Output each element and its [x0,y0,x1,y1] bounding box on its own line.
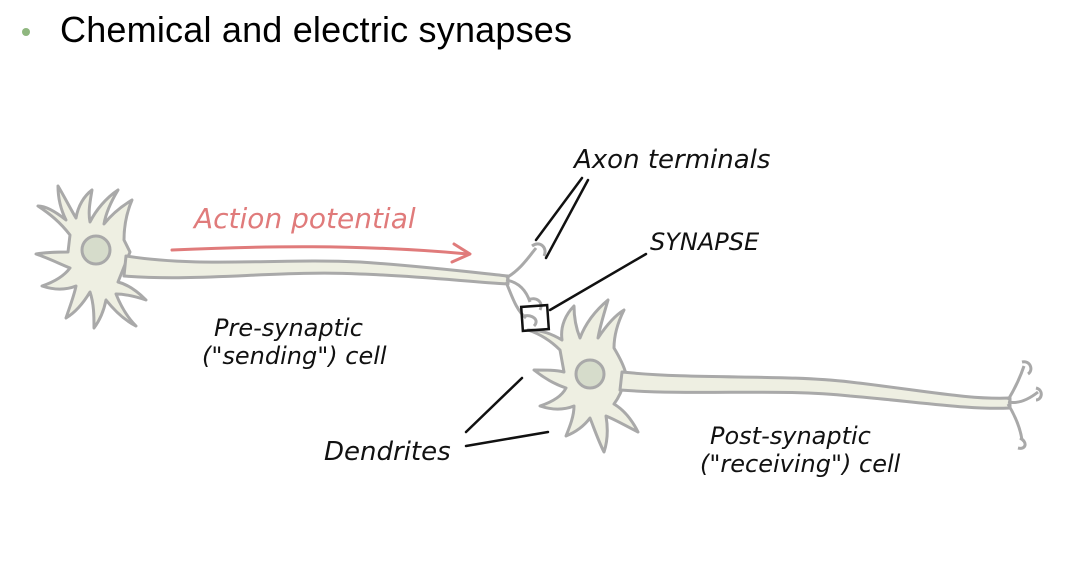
synapse-box [519,303,551,333]
slide-bullet: Chemical and electric synapses [22,8,572,52]
axon-terminal-pointer-2 [544,178,590,260]
slide-title: Chemical and electric synapses [60,9,573,50]
action-potential-label: Action potential [192,202,416,235]
dendrite-pointer-1 [464,376,524,434]
bullet-dot [22,28,30,36]
postsynaptic-nucleus [574,358,606,390]
dendrite-pointer-2 [464,430,550,448]
dendrites-label: Dendrites [324,437,451,467]
axon-terminal-pointer-1 [534,176,584,242]
presynaptic-nucleus [80,234,112,266]
postsynaptic-axon [618,370,1012,410]
postsynaptic-label-line1: Post-synaptic [710,422,871,450]
axon-terminals-label: Axon terminals [572,145,770,175]
presynaptic-axon [122,254,510,286]
postsynaptic-label-line2: ("receiving") cell [700,450,901,478]
synapse-label: SYNAPSE [650,228,760,256]
presynaptic-label-line2: ("sending") cell [202,342,387,370]
presynaptic-label-line1: Pre-synaptic [214,314,363,342]
action-potential-arrow [170,242,472,264]
pointer-lines [464,176,648,448]
synapse-pointer [548,252,648,312]
